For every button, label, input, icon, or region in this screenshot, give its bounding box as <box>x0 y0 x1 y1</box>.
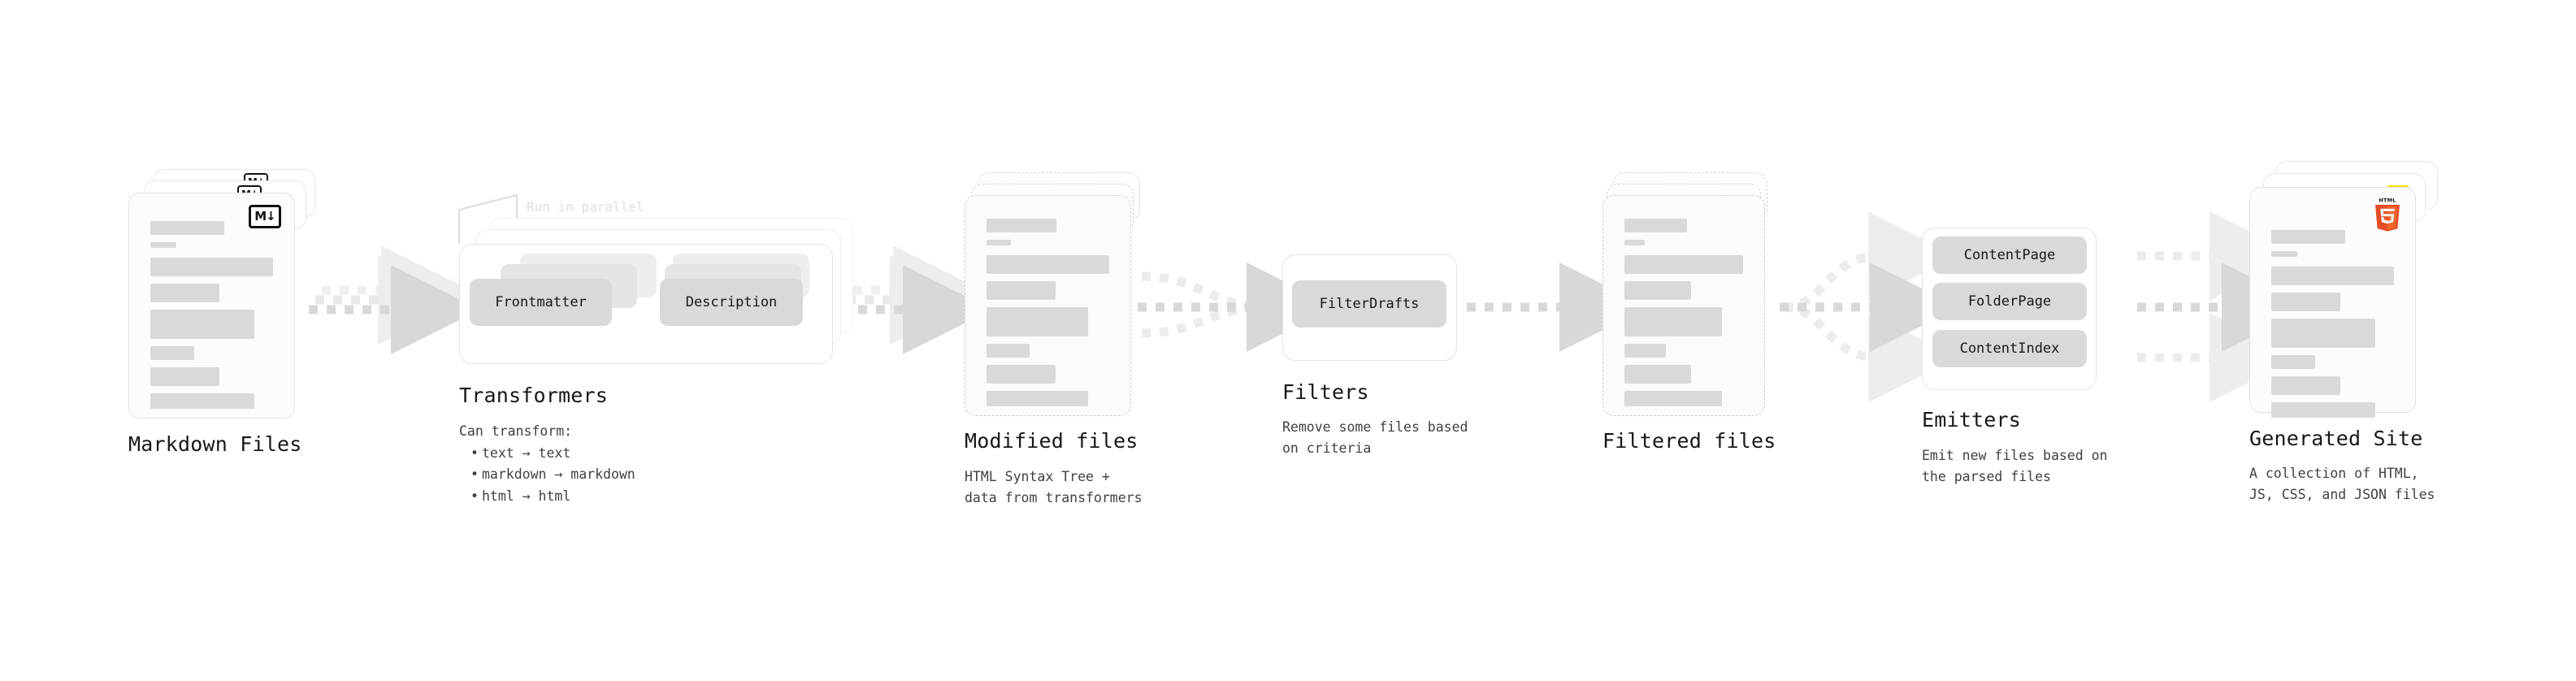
markdown-card-content <box>150 221 273 416</box>
filter-chip-filterdrafts[interactable]: FilterDrafts <box>1292 280 1446 327</box>
filtered-file-card <box>1602 195 1765 416</box>
content-bar <box>2271 376 2340 395</box>
stage-title-filtered-files: Filtered files <box>1602 429 1776 453</box>
connector-modified-to-filters <box>1138 262 1336 352</box>
transformers-bullet-list: text → text markdown → markdown html → h… <box>459 443 635 508</box>
transformers-bullet: html → html <box>471 486 635 508</box>
content-bar <box>150 367 219 386</box>
stage-description-generated-site: A collection of HTML, JS, CSS, and JSON … <box>2249 466 2435 502</box>
stage-title-filters: Filters <box>1282 380 1369 404</box>
transformers-description: Can transform: text → text markdown → ma… <box>459 421 635 508</box>
html5-icon: HTML <box>2373 196 2402 232</box>
stage-title-modified-files: Modified files <box>965 429 1138 453</box>
generated-site-card: HTML <box>2249 187 2416 418</box>
content-bar <box>150 221 224 235</box>
stage-description-modified-files: HTML Syntax Tree + data from transformer… <box>965 469 1143 505</box>
modified-card-content <box>987 219 1109 414</box>
stage-title-generated-site: Generated Site <box>2249 427 2423 450</box>
transformers-description-heading: Can transform: <box>459 423 573 439</box>
emitter-chip-contentindex[interactable]: ContentIndex <box>1932 330 2087 367</box>
stage-title-markdown-files: Markdown Files <box>128 432 302 456</box>
connector-emitters-to-site <box>2137 211 2311 402</box>
content-bar <box>2271 319 2376 348</box>
content-bar <box>987 391 1089 406</box>
site-card-content <box>2271 230 2394 425</box>
content-bar <box>150 310 255 339</box>
content-bar <box>1624 391 1722 406</box>
transformers-bullet: text → text <box>471 443 635 465</box>
connector-filtered-to-emitters <box>1780 211 1959 402</box>
content-bar <box>2271 402 2376 418</box>
markdown-file-card: M↓ <box>128 193 295 419</box>
stage-description-emitters: Emit new files based on the parsed files <box>1922 448 2108 484</box>
content-bar <box>1624 219 1688 232</box>
content-bar <box>2271 230 2345 244</box>
content-bar <box>150 242 176 248</box>
content-bar <box>987 344 1030 358</box>
content-bar <box>1624 344 1667 358</box>
content-bar <box>1624 307 1722 336</box>
content-bar <box>987 365 1056 384</box>
emitter-chip-folderpage[interactable]: FolderPage <box>1932 283 2087 320</box>
content-bar <box>987 240 1012 245</box>
emitter-chip-contentpage[interactable]: ContentPage <box>1932 236 2087 274</box>
content-bar <box>987 255 1109 274</box>
stage-title-emitters: Emitters <box>1922 408 2022 432</box>
connector-markdown-to-transformers <box>309 245 480 354</box>
content-bar <box>1624 255 1743 274</box>
modified-file-card <box>965 195 1131 416</box>
content-bar <box>987 219 1057 232</box>
content-bar <box>2271 251 2297 257</box>
stage-description-filters: Remove some files based on criteria <box>1282 419 1468 456</box>
transformers-bullet: markdown → markdown <box>471 464 635 486</box>
content-bar <box>2271 293 2340 311</box>
transformer-chip-frontmatter[interactable]: Frontmatter <box>470 279 612 326</box>
content-bar <box>150 346 195 360</box>
run-in-parallel-label: Run in parallel <box>527 199 644 215</box>
content-bar <box>2271 267 2394 285</box>
content-bar <box>987 281 1056 300</box>
content-bar <box>1624 240 1645 245</box>
content-bar <box>987 307 1089 336</box>
markdown-icon: M↓ <box>249 205 281 228</box>
filtered-card-content <box>1624 219 1743 414</box>
content-bar <box>2271 355 2316 369</box>
content-bar <box>1624 365 1691 384</box>
content-bar <box>150 393 255 409</box>
stage-title-transformers: Transformers <box>459 384 609 407</box>
content-bar <box>1624 281 1691 300</box>
content-bar <box>150 258 273 276</box>
content-bar <box>150 284 219 302</box>
transformer-chip-description[interactable]: Description <box>660 279 803 326</box>
svg-text:HTML: HTML <box>2379 197 2396 204</box>
